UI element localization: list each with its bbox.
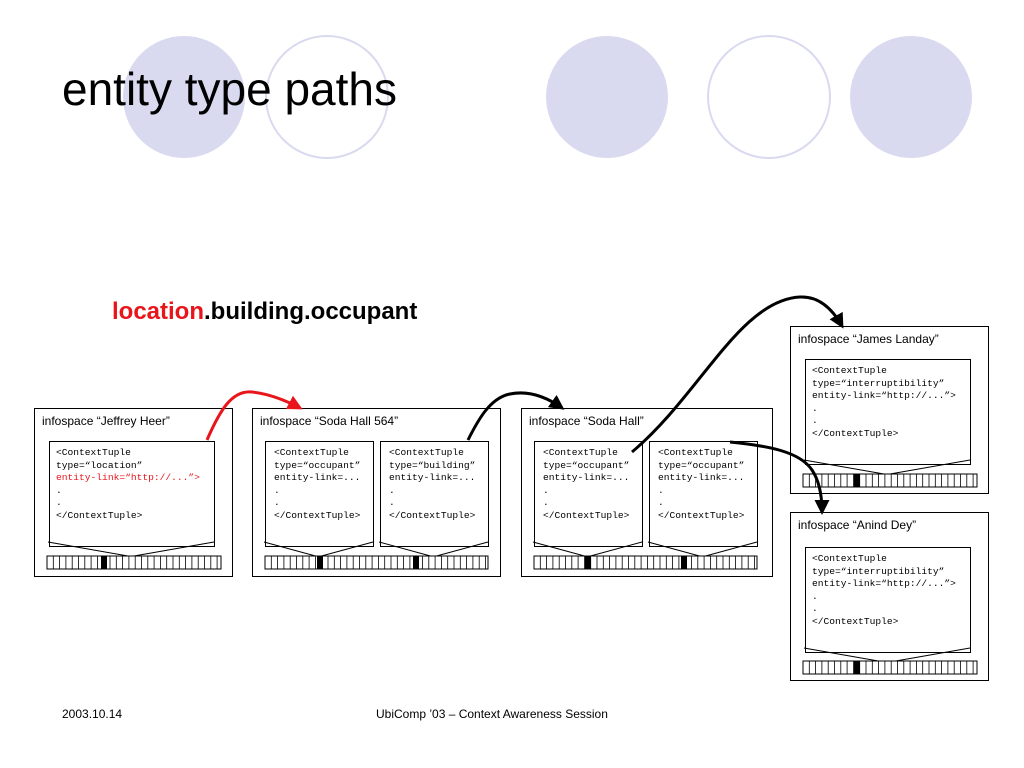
tuple-line: entity-link=“http://...”>: [812, 390, 956, 402]
tuple-line: entity-link=...: [274, 472, 361, 484]
infospace-label: infospace “Anind Dey”: [798, 518, 917, 532]
infospace-label: infospace “Soda Hall 564”: [260, 414, 399, 428]
tuple-line: type=“building”: [389, 459, 476, 471]
tuple-line: <ContextTuple: [389, 447, 464, 458]
tuple-line: </ContextTuple>: [812, 615, 899, 627]
tuple-line: .: [389, 497, 395, 509]
tuple-line: </ContextTuple>: [389, 509, 476, 521]
tuple-line: .: [543, 497, 549, 509]
tuple-line: .: [658, 497, 664, 509]
tuple-line: type=“occupant”: [658, 459, 745, 471]
slide-title: entity type paths: [62, 63, 397, 115]
tuple-line: entity-link=...: [543, 472, 630, 484]
entity-path-prefix: location: [112, 298, 205, 325]
tuple-line: entity-link=...: [658, 472, 745, 484]
entity-path-heading: location.building.occupant: [112, 298, 417, 326]
tuple-line: type=“interruptibility”: [812, 377, 945, 389]
tuple-line: type=“interruptibility”: [812, 565, 945, 577]
tuple-line: entity-link=“http://...”>: [812, 578, 956, 590]
tuple-line: <ContextTuple: [274, 447, 349, 458]
tuple-line: <ContextTuple: [543, 447, 618, 458]
tuple-line: .: [812, 590, 818, 602]
tuple-line: </ContextTuple>: [543, 509, 630, 521]
tuple-line: .: [812, 415, 818, 427]
footer-session: UbiComp ’03 – Context Awareness Session: [376, 707, 608, 721]
tuple-line: </ContextTuple>: [658, 509, 745, 521]
tuple-line: .: [812, 603, 818, 615]
decor-circle-1: [123, 36, 245, 158]
tuple-line: </ContextTuple>: [56, 509, 143, 521]
tuple-line: </ContextTuple>: [274, 509, 361, 521]
tuple-line: .: [274, 484, 280, 496]
decor-circle-5: [850, 36, 972, 158]
tuple-line: <ContextTuple: [658, 447, 733, 458]
infospace-label: infospace “James Landay”: [798, 332, 939, 346]
tuple-entity-link: entity-link=“http://...”>: [56, 472, 200, 484]
decor-circle-3: [546, 36, 668, 158]
tuple-line: .: [812, 402, 818, 414]
tuple-line: <ContextTuple: [812, 365, 887, 376]
decor-circle-4: [707, 35, 831, 159]
tuple-line: entity-link=...: [389, 472, 476, 484]
infospace-label: infospace “Jeffrey Heer”: [42, 414, 170, 428]
tuple-line: .: [56, 484, 62, 496]
tuple-line: <ContextTuple: [812, 553, 887, 564]
tuple-line: </ContextTuple>: [812, 427, 899, 439]
tuple-line: .: [389, 484, 395, 496]
tuple-line: <ContextTuple: [56, 447, 131, 458]
tuple-line: type=“occupant”: [274, 459, 361, 471]
tuple-line: .: [543, 484, 549, 496]
infospace-label: infospace “Soda Hall”: [529, 414, 644, 428]
entity-path-rest: .building.occupant: [204, 298, 418, 325]
tuple-line: .: [274, 497, 280, 509]
footer-date: 2003.10.14: [62, 707, 123, 721]
tuple-line: .: [658, 484, 664, 496]
decor-circle-2: [265, 35, 389, 159]
tuple-line: .: [56, 497, 62, 509]
tuple-line: type=“occupant”: [543, 459, 630, 471]
tuple-line: type=“location”: [56, 459, 143, 471]
